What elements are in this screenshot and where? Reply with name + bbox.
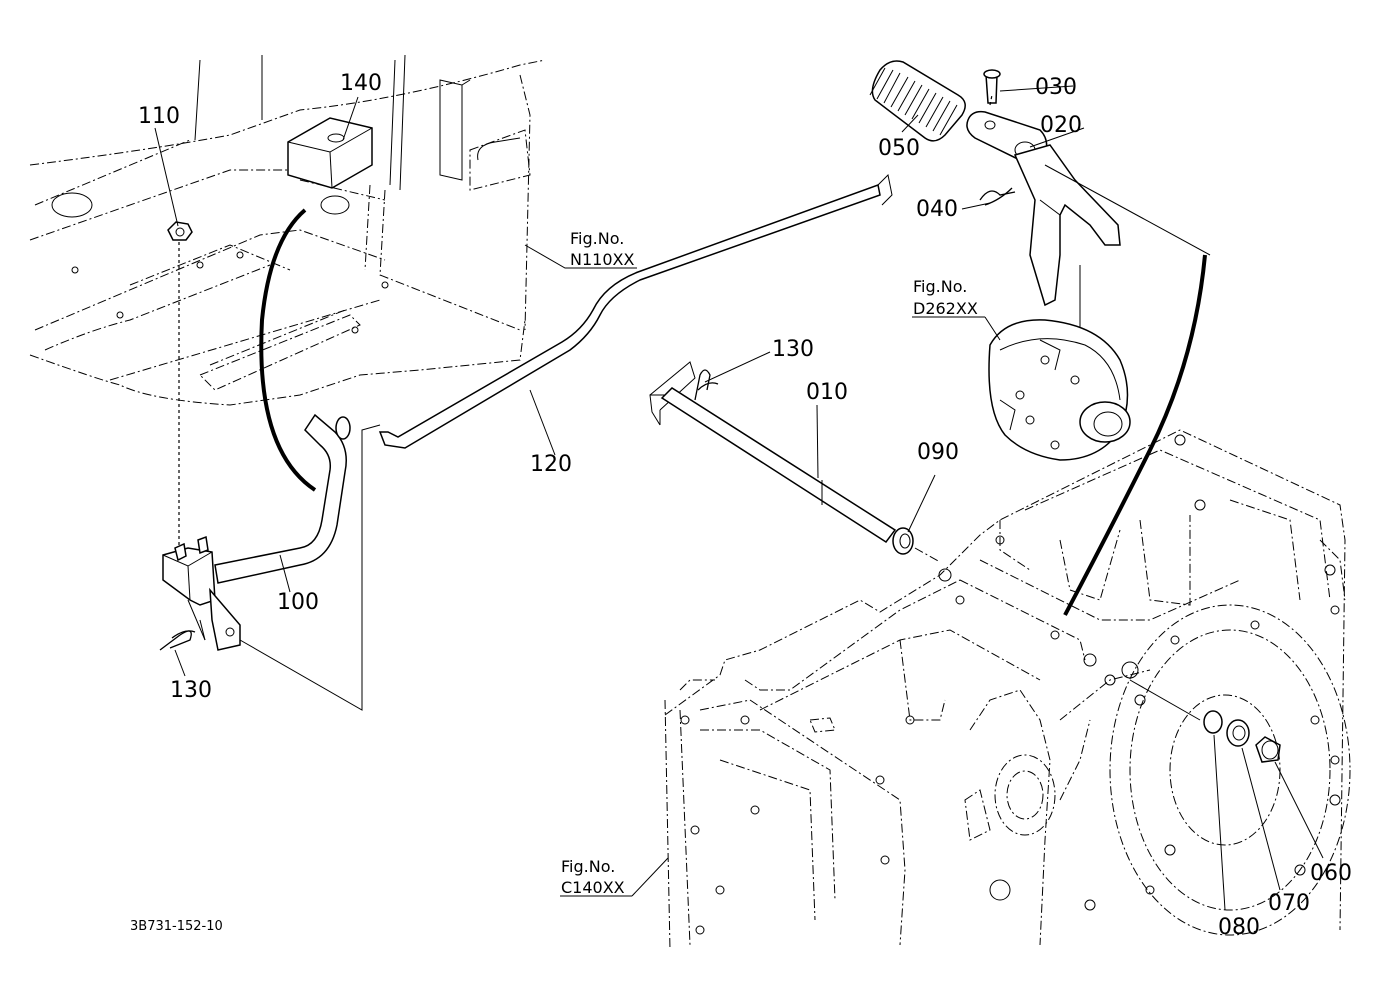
callout-100: 100	[277, 590, 319, 615]
fork-assembly	[869, 60, 1211, 330]
shaft-010-assembly	[649, 361, 941, 563]
callout-060: 060	[1310, 861, 1352, 886]
drawing-code: 3B731-152-10	[130, 919, 223, 934]
transmission-case	[664, 429, 1351, 951]
arrow-fork	[1063, 254, 1207, 616]
callout-090: 090	[917, 440, 959, 465]
arrow-140	[259, 208, 317, 492]
fig-ref-c140xx: Fig.No. C140XX	[561, 857, 625, 897]
fig-ref-number: N110XX	[570, 250, 634, 269]
callout-030: 030	[1035, 75, 1077, 100]
differential-housing	[988, 319, 1131, 461]
floor-panel	[29, 54, 546, 406]
fig-ref-n110xx: Fig.No. N110XX	[570, 229, 634, 269]
leader-lines	[154, 85, 1324, 911]
callout-130-bottom: 130	[170, 678, 212, 703]
fig-ref-number: C140XX	[561, 878, 625, 897]
callout-120: 120	[530, 452, 572, 477]
fig-ref-number: D262XX	[913, 299, 978, 318]
rod-120	[378, 173, 893, 449]
callout-070: 070	[1268, 891, 1310, 916]
fig-ref-title: Fig.No.	[570, 229, 624, 248]
rod-100-assembly	[159, 413, 381, 711]
plug-parts	[1203, 710, 1281, 763]
fig-ref-d262xx: Fig.No. D262XX	[913, 277, 978, 318]
callout-140: 140	[340, 71, 382, 96]
callout-130-top: 130	[772, 337, 814, 362]
fig-ref-title: Fig.No.	[913, 277, 967, 296]
callout-020: 020	[1040, 113, 1082, 138]
callout-050: 050	[878, 136, 920, 161]
callout-110: 110	[138, 104, 180, 129]
callout-080: 080	[1218, 915, 1260, 940]
callout-040: 040	[916, 197, 958, 222]
callout-010: 010	[806, 380, 848, 405]
fig-ref-title: Fig.No.	[561, 857, 615, 876]
